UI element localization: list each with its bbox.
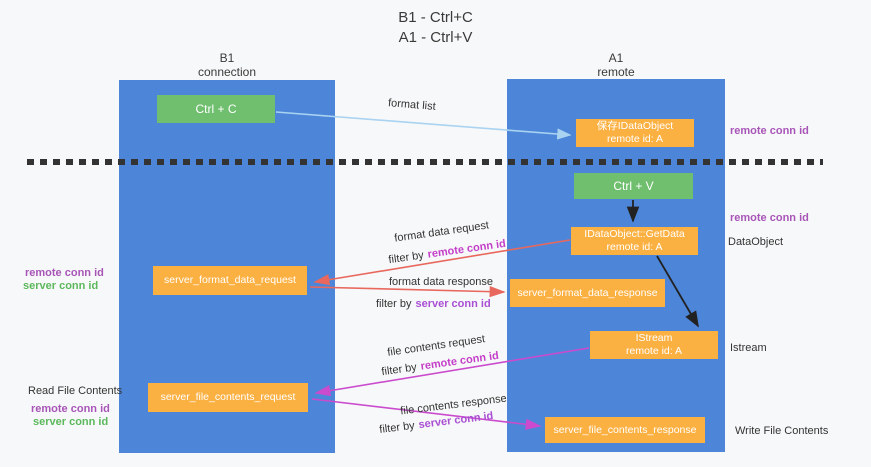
title-line-1: B1 - Ctrl+C: [398, 9, 473, 26]
section-divider-dashed: [27, 159, 823, 165]
node-file-response-label: server_file_contents_response: [553, 423, 697, 436]
annotation-remote-conn-id-bottom: remote conn id: [31, 403, 110, 415]
annotation-remote-conn-id-left: remote conn id: [25, 267, 104, 279]
node-getdata-line1: IDataObject::GetData: [584, 228, 685, 240]
label-format-data-request: format data request: [393, 219, 490, 245]
annotation-istream: Istream: [730, 342, 767, 354]
node-istream-line2: remote id: A: [625, 345, 683, 357]
right-column-name: A1: [608, 51, 624, 65]
node-server-format-data-response: server_format_data_response: [510, 279, 665, 307]
node-file-request-label: server_file_contents_request: [160, 391, 296, 403]
annotation-remote-conn-id-mid: remote conn id: [730, 212, 809, 224]
left-column-name: B1: [219, 51, 235, 65]
node-save-idataobject-line2: remote id: A: [606, 133, 664, 145]
left-column-header: B1 connection: [119, 51, 335, 79]
node-server-format-data-request: server_format_data_request: [153, 266, 307, 295]
node-istream: IStream remote id: A: [590, 331, 718, 359]
remote-conn-id-text: remote conn id: [419, 349, 500, 373]
annotation-server-conn-id-left: server conn id: [23, 280, 99, 292]
node-getdata-line2: remote id: A: [606, 241, 663, 253]
filter-by-text: filter by: [378, 419, 416, 436]
annotation-write-file-contents: Write File Contents: [735, 425, 829, 437]
remote-conn-id-text: remote conn id: [426, 237, 507, 261]
annotation-dataobject: DataObject: [728, 236, 784, 248]
node-server-file-contents-request: server_file_contents_request: [148, 383, 308, 412]
label-format-data-response: format data response: [389, 276, 493, 288]
label-format-list: format list: [387, 97, 437, 113]
node-istream-line1: IStream: [635, 332, 673, 344]
server-conn-id-text: server conn id: [415, 298, 491, 310]
node-format-response-label: server_format_data_response: [517, 286, 658, 299]
node-format-request-label: server_format_data_request: [164, 274, 296, 286]
left-column-role: connection: [197, 65, 257, 79]
annotation-read-file-contents: Read File Contents: [28, 385, 123, 397]
filter-by-text: filter by: [387, 249, 425, 267]
annotation-server-conn-id-bottom: server conn id: [33, 416, 109, 428]
title-line-2: A1 - Ctrl+V: [398, 29, 473, 46]
node-ctrl-v: Ctrl + V: [574, 173, 693, 199]
filter-by-text: filter by: [376, 298, 412, 310]
annotation-remote-conn-id-top: remote conn id: [730, 125, 809, 137]
right-column-header: A1 remote: [507, 51, 725, 79]
node-save-idataobject: 保存IDataObject remote id: A: [576, 119, 694, 147]
node-ctrl-v-label: Ctrl + V: [613, 179, 654, 193]
node-idataobject-getdata: IDataObject::GetData remote id: A: [571, 227, 698, 255]
node-ctrl-c-label: Ctrl + C: [195, 102, 237, 116]
right-column-role: remote: [597, 65, 635, 79]
node-save-idataobject-line1: 保存IDataObject: [596, 120, 674, 132]
filter-by-text: filter by: [380, 361, 418, 379]
node-ctrl-c: Ctrl + C: [157, 95, 275, 123]
diagram-title: B1 - Ctrl+C A1 - Ctrl+V: [0, 8, 871, 48]
node-server-file-contents-response: server_file_contents_response: [545, 417, 705, 443]
